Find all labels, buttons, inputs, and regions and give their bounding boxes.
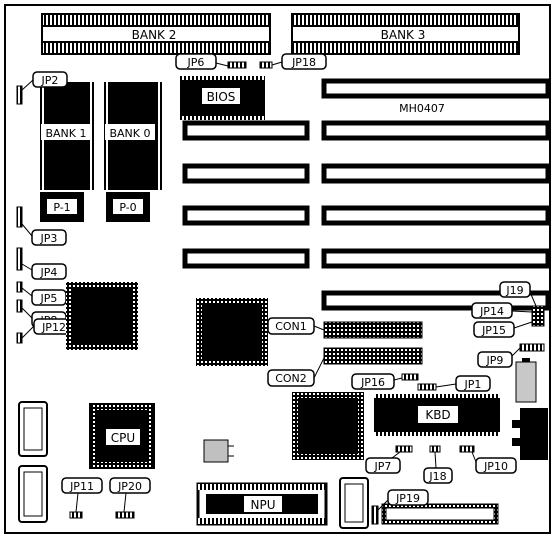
isa-slots-left [182, 120, 310, 269]
gray-crystal [203, 439, 234, 463]
jp5-callout: JP5 [16, 281, 67, 306]
jp3-callout: JP3 [16, 206, 67, 246]
plcc-chip-lower [292, 392, 364, 460]
jp16-callout: JP16 [351, 373, 419, 390]
npu-label: NPU [251, 498, 276, 512]
jp6-callout: JP6 [175, 53, 247, 70]
jp14-label: JP14 [479, 305, 504, 318]
jp19-label: JP19 [395, 492, 420, 505]
bank-3-sockets: BANK 3 [291, 13, 520, 55]
jp7-callout: JP7 [365, 445, 413, 474]
con2-header: CON2 [267, 347, 423, 387]
board-model-label: MH0407 [399, 102, 445, 115]
con2-label: CON2 [275, 372, 307, 385]
oscillator-bottom-left [18, 465, 48, 523]
jp10-label: JP10 [483, 460, 508, 473]
isa-slots-right [321, 78, 551, 311]
parity-p0-chip: P-0 [106, 192, 150, 222]
jp11-callout: JP11 [61, 477, 103, 519]
jp16-label: JP16 [360, 376, 385, 389]
p0-label: P-0 [119, 201, 136, 214]
oscillator-bottom-center [339, 477, 369, 529]
jp4-callout: JP4 [16, 247, 67, 280]
bank-3-label: BANK 3 [381, 28, 426, 42]
j18-label: J18 [428, 470, 446, 483]
jp20-label: JP20 [117, 480, 142, 493]
plcc-chip-center [196, 298, 268, 366]
jp11-label: JP11 [69, 480, 94, 493]
jp2-label: JP2 [41, 74, 59, 87]
jp19-callout: JP19 [371, 489, 429, 525]
jp1-label: JP1 [464, 378, 482, 391]
j19-callout: J19 [499, 281, 545, 327]
p1-label: P-1 [53, 201, 70, 214]
power-connector [381, 503, 499, 525]
gray-component-right [515, 358, 537, 403]
bank-1-label: BANK 1 [45, 127, 86, 140]
jp7-label: JP7 [374, 460, 392, 473]
jp3-label: JP3 [40, 232, 58, 245]
jp1-callout: JP1 [417, 375, 491, 392]
bank-1-chips: BANK 1 [38, 82, 96, 190]
cpu-socket: CPU [89, 403, 155, 469]
jp9-label: JP9 [486, 354, 504, 367]
bank-2-label: BANK 2 [132, 28, 177, 42]
oscillator-top-left [18, 401, 48, 457]
con1-label: CON1 [275, 320, 307, 333]
jp15-label: JP15 [481, 324, 506, 337]
jp9-callout: JP9 [477, 343, 545, 368]
jp18-top-callout: JP18 [259, 53, 327, 70]
kbd-controller: KBD [374, 394, 500, 436]
parity-p1-chip: P-1 [40, 192, 84, 222]
jp20-callout: JP20 [109, 477, 151, 519]
jp12-label: JP12 [41, 321, 66, 334]
jp10-callout: JP10 [459, 445, 517, 474]
bank-0-chips: BANK 0 [104, 82, 162, 190]
jp12-callout: JP12 [16, 318, 75, 344]
jp6-label: JP6 [187, 56, 205, 69]
bios-chip: BIOS [180, 76, 265, 120]
keyboard-connector [512, 408, 548, 460]
jp14-callout: JP14 [471, 302, 533, 319]
npu-socket: NPU [196, 482, 328, 526]
con1-header: CON1 [267, 317, 423, 339]
jp18-top-label: JP18 [291, 56, 316, 69]
j18-callout: J18 [423, 445, 453, 484]
cpu-label: CPU [111, 431, 135, 445]
plcc-chip-left [66, 282, 138, 350]
jp4-label: JP4 [40, 266, 58, 279]
bank-2-sockets: BANK 2 [41, 13, 271, 55]
bank-0-label: BANK 0 [109, 127, 150, 140]
j19-label: J19 [505, 284, 523, 297]
jp15-callout: JP15 [473, 321, 533, 338]
kbd-label: KBD [425, 408, 450, 422]
bios-label: BIOS [207, 90, 236, 104]
jp5-label: JP5 [40, 292, 58, 305]
jp2-callout: JP2 [16, 71, 68, 105]
